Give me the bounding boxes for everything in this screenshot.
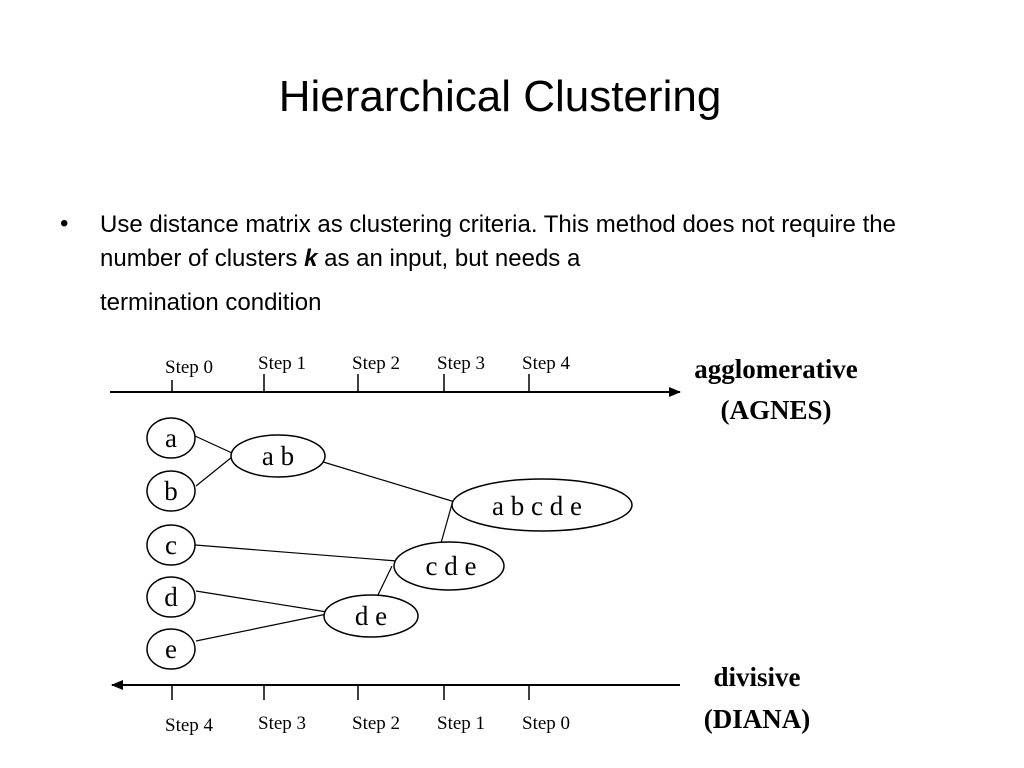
edge-cde-abcde [440, 503, 453, 544]
node-e-label: e [165, 634, 177, 664]
bottom-step-0: Step 0 [522, 713, 570, 734]
divisive-label: divisive [713, 662, 800, 692]
node-de-label: d e [355, 601, 387, 631]
edge-b-ab [195, 456, 233, 487]
node-a-label: a [165, 423, 177, 453]
top-step-3: Step 3 [437, 353, 485, 374]
bottom-step-4: Step 4 [165, 715, 214, 736]
agglomerative-label: agglomerative [694, 354, 857, 384]
node-d [146, 576, 196, 618]
node-c [146, 524, 196, 566]
node-de [323, 594, 419, 638]
k-variable: k [304, 245, 318, 272]
node-ab [230, 434, 326, 478]
bullet-text-part1: Use distance matrix as clustering criter… [100, 211, 896, 272]
bottom-step-2: Step 2 [352, 713, 400, 734]
node-a [146, 417, 196, 459]
edge-a-ab [194, 435, 233, 454]
node-abcde-label: a b c d e [492, 491, 582, 521]
bullet-text-line3: termination condition [100, 289, 322, 316]
top-ticks [171, 374, 530, 392]
edge-c-cde [194, 544, 398, 562]
node-ab-label: a b [262, 441, 294, 471]
bullet-marker: • [60, 210, 69, 237]
bullet-text-part2: as an input, but needs a [317, 245, 581, 272]
node-b-label: b [164, 476, 178, 506]
bottom-step-3: Step 3 [258, 713, 306, 734]
bottom-ticks [171, 685, 530, 700]
node-c-label: c [165, 530, 177, 560]
edge-d-de [195, 590, 328, 613]
top-step-2: Step 2 [352, 353, 400, 374]
bullet-text: Use distance matrix as clustering criter… [100, 208, 960, 320]
dendrogram-edges [194, 435, 456, 642]
top-step-1: Step 1 [258, 353, 306, 374]
top-step-0: Step 0 [165, 357, 213, 378]
bottom-step-1: Step 1 [437, 713, 485, 734]
edge-ab-abcde [319, 460, 456, 503]
node-e [146, 628, 196, 670]
node-abcde [451, 478, 633, 532]
node-cde-label: c d e [426, 551, 477, 581]
agnes-label: (AGNES) [720, 395, 831, 425]
edge-de-cde [376, 565, 393, 598]
node-b [146, 470, 196, 512]
node-d-label: d [164, 582, 178, 612]
edge-e-de [195, 613, 328, 642]
top-step-4: Step 4 [522, 353, 571, 374]
diana-label: (DIANA) [704, 704, 810, 734]
node-cde [393, 541, 505, 591]
slide-title: Hierarchical Clustering [278, 72, 722, 121]
